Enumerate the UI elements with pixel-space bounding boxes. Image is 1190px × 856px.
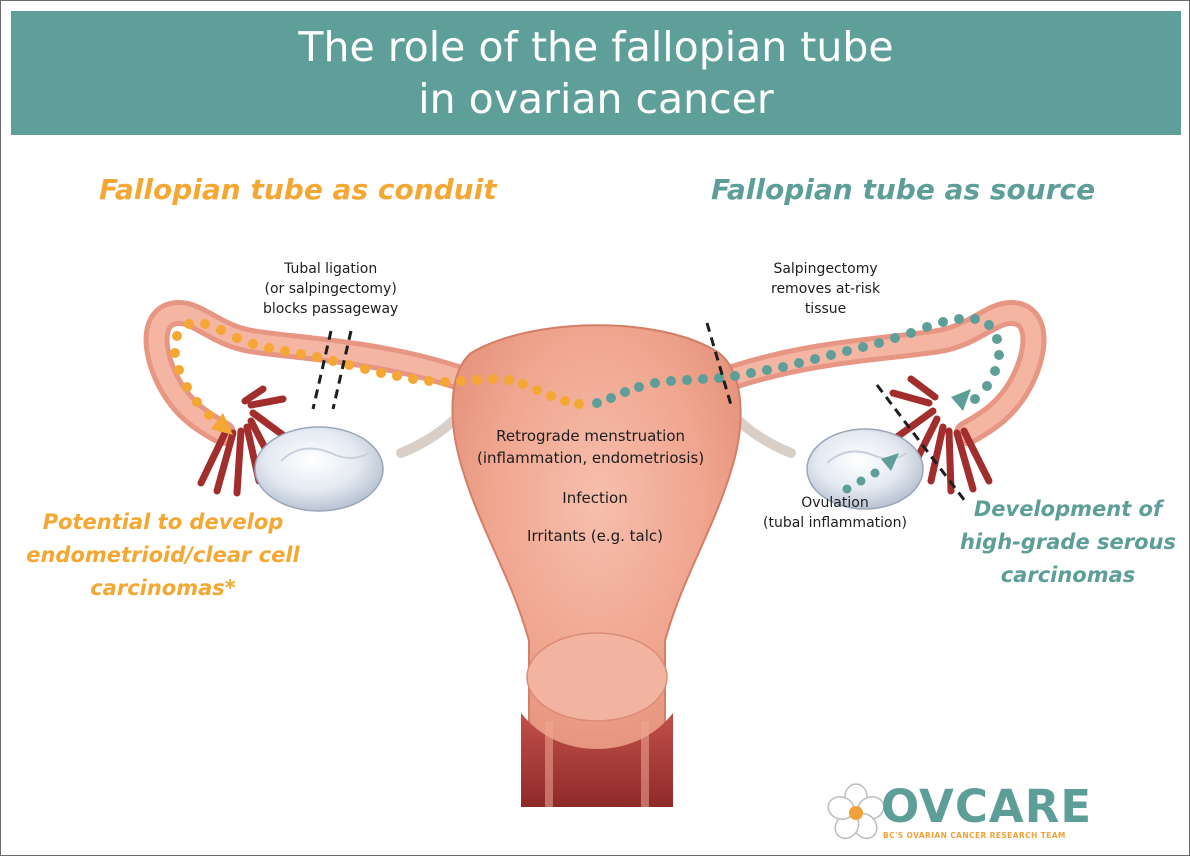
outcome-line: Potential to develop (13, 506, 313, 539)
source-arrow-icon (951, 389, 971, 411)
left-ovary (255, 427, 383, 511)
annotation-line: Tubal ligation (263, 259, 398, 279)
ovcare-logo-word: OVCARE (881, 783, 1092, 831)
outcome-line: endometrioid/clear cell (13, 539, 313, 572)
center-line: Retrograde menstruation (477, 425, 704, 447)
center-line: (inflammation, endometriosis) (477, 447, 704, 469)
source-heading: Fallopian tube as source (711, 173, 1095, 206)
conduit-heading: Fallopian tube as conduit (99, 173, 497, 206)
salpingectomy-annotation: Salpingectomy removes at-risk tissue (771, 259, 880, 319)
infection-text: Infection (549, 487, 641, 509)
annotation-line: blocks passageway (263, 299, 398, 319)
outcome-line: carcinomas (949, 559, 1187, 592)
right-ovarian-ligament (739, 421, 791, 453)
annotation-line: Ovulation (763, 493, 907, 513)
outcome-line: high-grade serous (949, 526, 1187, 559)
left-outcome-text: Potential to develop endometrioid/clear … (13, 506, 313, 605)
cervix (527, 633, 667, 721)
tubal-ligation-annotation: Tubal ligation (or salpingectomy) blocks… (263, 259, 398, 319)
retrograde-menstruation-text: Retrograde menstruation (inflammation, e… (477, 425, 704, 469)
ovcare-flower-logo (825, 784, 887, 843)
left-ovarian-ligament (401, 421, 453, 453)
annotation-line: tissue (771, 299, 880, 319)
annotation-line: Salpingectomy (771, 259, 880, 279)
annotation-line: (tubal inflammation) (763, 513, 907, 533)
outcome-line: Development of (949, 493, 1187, 526)
irritants-text: Irritants (e.g. talc) (511, 525, 679, 547)
ovcare-logo-tagline: BC'S OVARIAN CANCER RESEARCH TEAM (883, 831, 1066, 840)
outcome-line: carcinomas* (13, 572, 313, 605)
right-outcome-text: Development of high-grade serous carcino… (949, 493, 1187, 592)
ovulation-annotation: Ovulation (tubal inflammation) (763, 493, 907, 533)
annotation-line: (or salpingectomy) (263, 279, 398, 299)
annotation-line: removes at-risk (771, 279, 880, 299)
